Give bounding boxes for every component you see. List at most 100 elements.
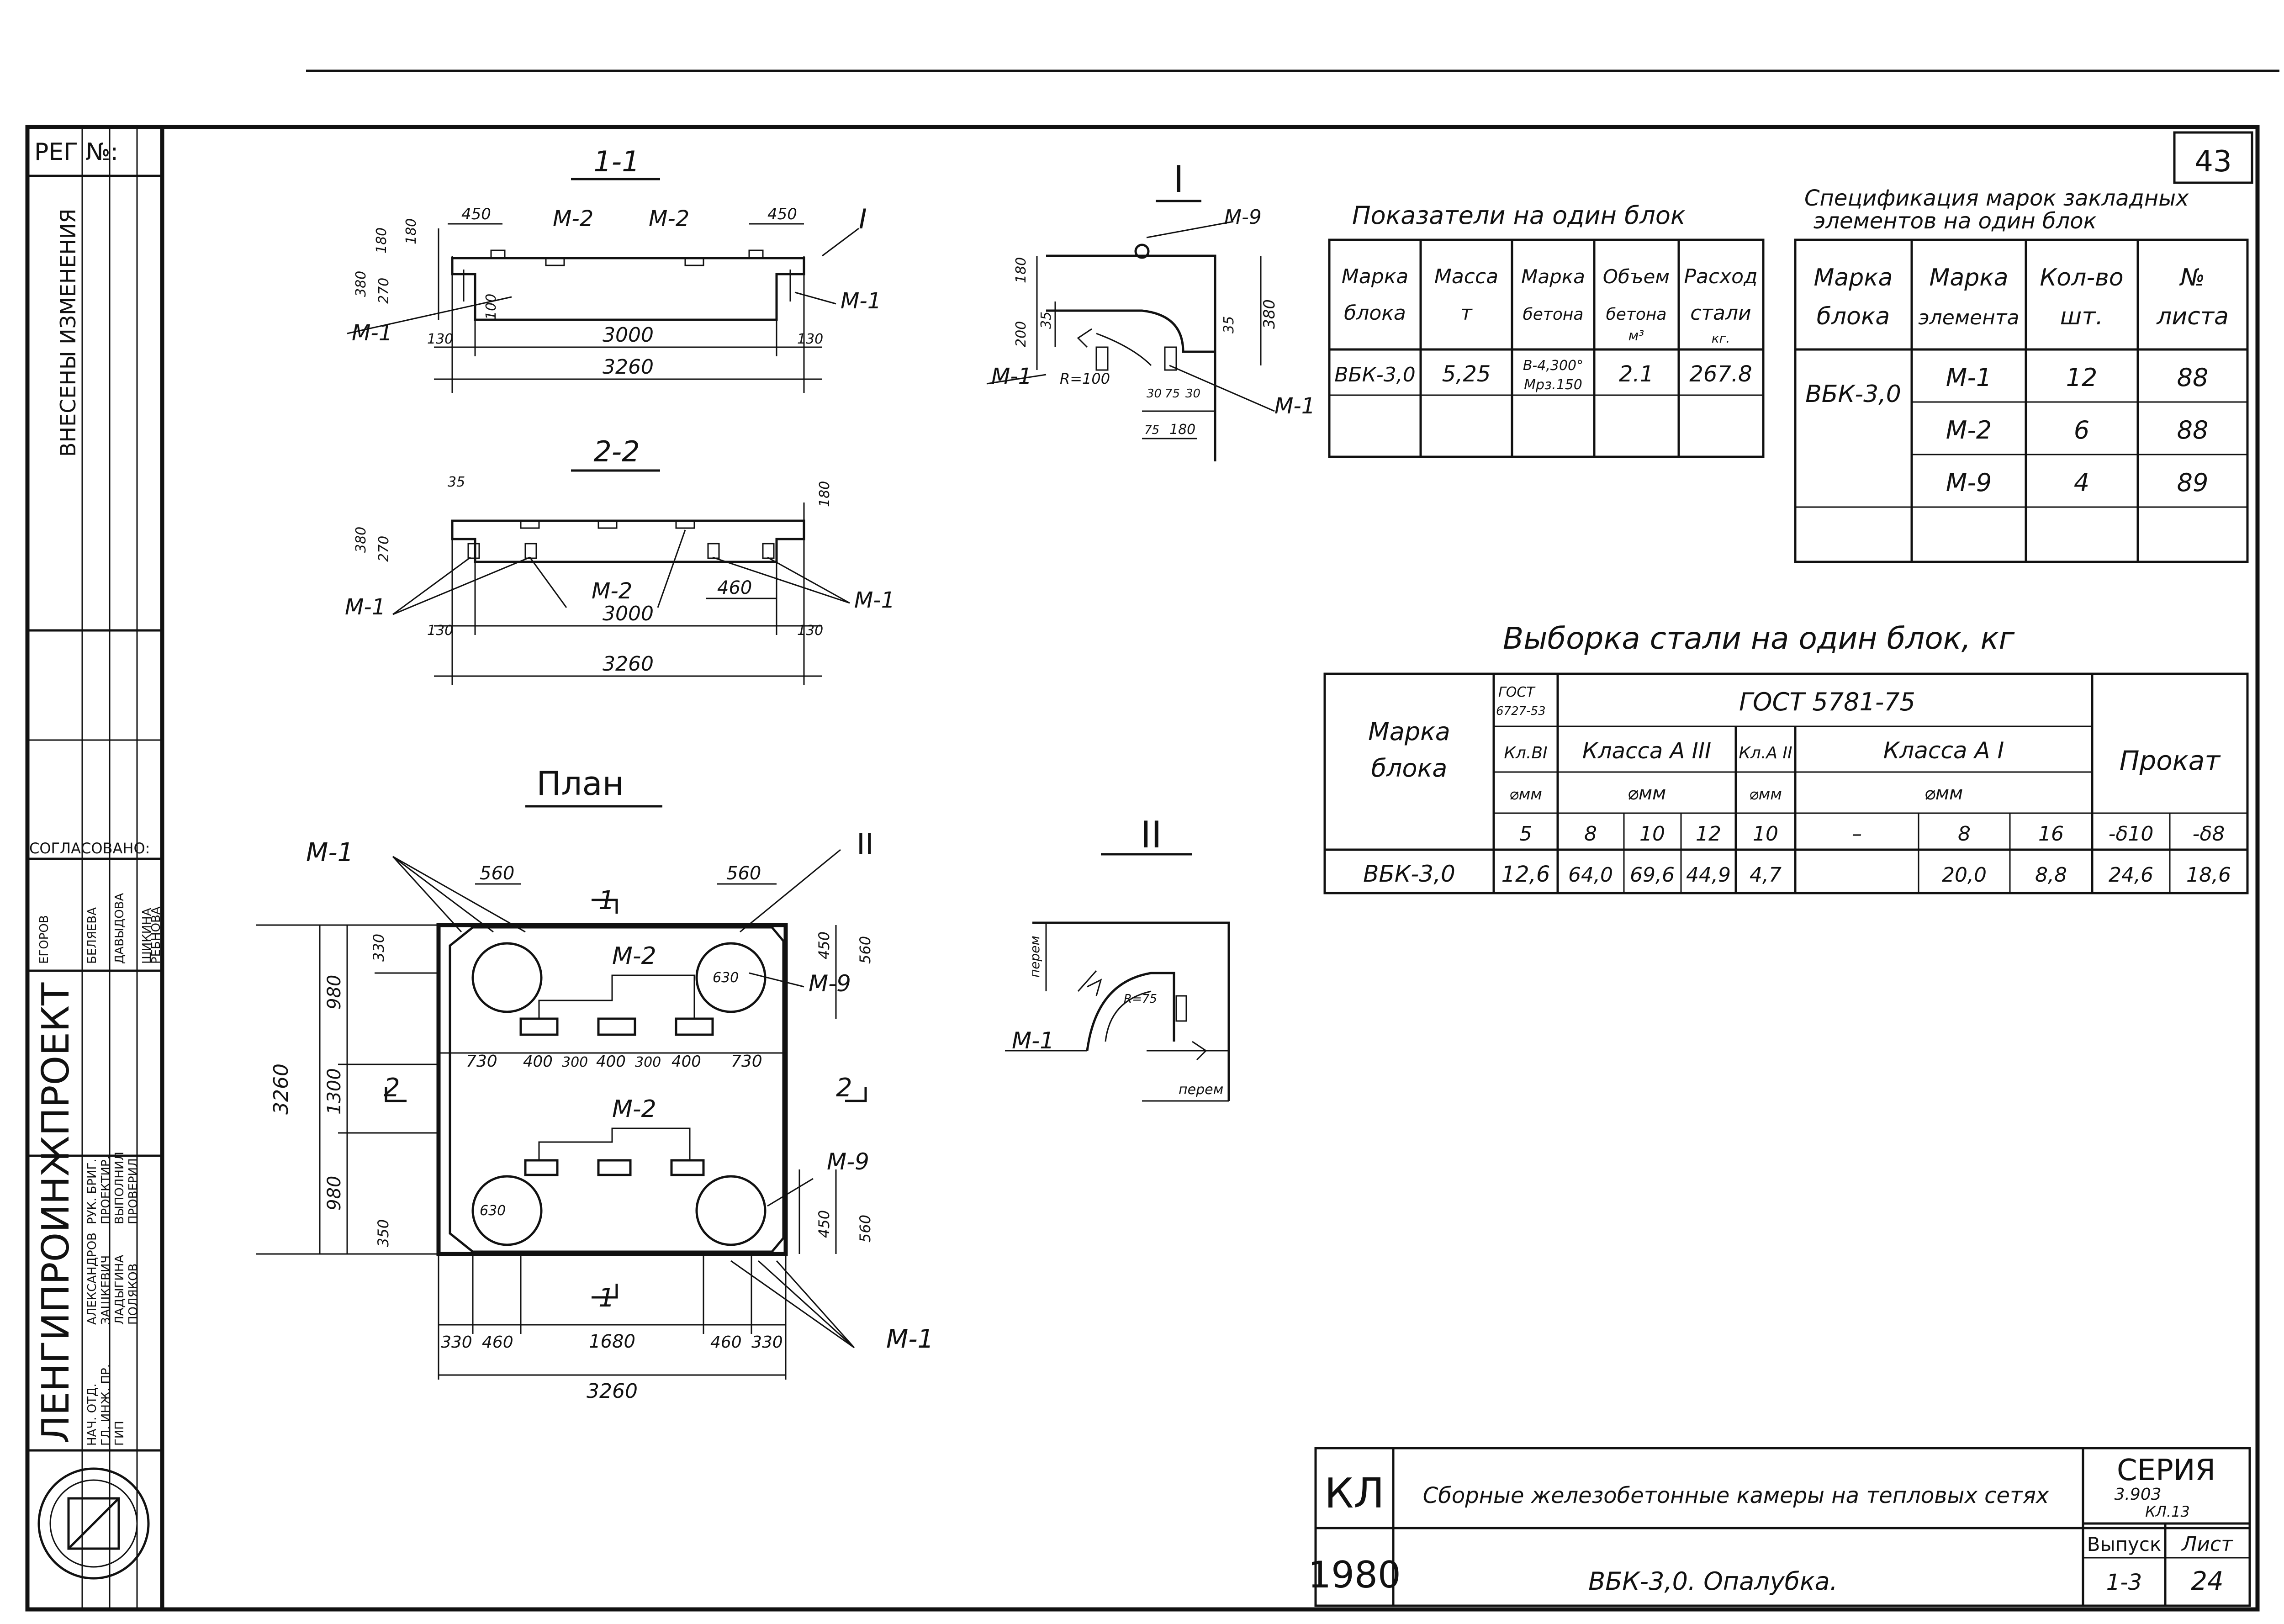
dim: перем — [1027, 936, 1042, 978]
table-header: Класса А I — [1883, 737, 2004, 764]
table-header: элемента — [1919, 306, 2020, 329]
dim: 1300 — [324, 1068, 345, 1115]
element-label: М-2 — [553, 206, 593, 232]
dim: 35 — [448, 474, 465, 490]
dim: 180 — [374, 227, 390, 254]
size-cell: 8 — [1958, 822, 1971, 846]
table-header: Класса А III — [1582, 738, 1711, 764]
dim: 730 — [731, 1052, 762, 1071]
org-code: КЛ — [1324, 1470, 1385, 1518]
element-label: М-1 — [886, 1324, 934, 1354]
dim: 350 — [375, 1219, 392, 1247]
title-block: КЛ 1980 Сборные железобетонные камеры на… — [1308, 1447, 2251, 1607]
dim: R=75 — [1124, 992, 1157, 1006]
element-label: М-1 — [854, 587, 895, 613]
size-cell: 10 — [1753, 822, 1778, 846]
element-label: М-1 — [991, 364, 1032, 389]
element-label: М-2 — [612, 1095, 656, 1123]
dim: 35 — [1221, 316, 1237, 333]
table-header: т — [1460, 302, 1473, 325]
stamp-name: ШИКИНА — [140, 908, 154, 964]
dim: 380 — [353, 271, 369, 297]
stamp-name: ДАВЫДОВА — [113, 893, 127, 964]
table-header: блока — [1371, 754, 1448, 783]
dim: 450 — [461, 205, 491, 223]
section-1-1: 1-1 М-2 М-2 I М-1 М-1 450 450 180 180 38… — [347, 145, 881, 393]
series-sub: КЛ.13 — [2145, 1503, 2190, 1520]
sign-role: ГЛ. ИНЖ. ПР. — [99, 1364, 113, 1446]
indicators-table: Показатели на один блок Марка блока Масс… — [1328, 201, 1765, 458]
spec-title: элементов на один блок — [1813, 208, 2097, 234]
signature-roles: НАЧ. ОТД. ГЛ. ИНЖ. ПР. ГИП РУК. БРИГ. ПР… — [85, 1152, 140, 1446]
table-cell: Мрз.150 — [1524, 377, 1582, 393]
dim: 560 — [856, 936, 874, 964]
table-cell: 4,7 — [1750, 863, 1782, 887]
table-header: Марка — [1929, 264, 2008, 291]
sheet-number: 43 — [2194, 145, 2231, 179]
table-header: 6727-53 — [1496, 704, 1546, 718]
table-cell: 5,25 — [1442, 361, 1491, 387]
element-label: М-1 — [841, 288, 881, 314]
dim: 560 — [856, 1215, 874, 1243]
dim: 180 — [1013, 257, 1029, 283]
signature-names: АЛЕКСАНДРОВ ЗАШКЕВИЧ ЛАДЫГИНА ПОЛЯКОВ — [85, 1233, 140, 1325]
dim: 560 — [480, 863, 514, 884]
dim: 460 — [710, 1333, 742, 1352]
institute-logo — [37, 1467, 150, 1580]
section-mark: 2 — [836, 1073, 852, 1103]
table-header: бетона — [1523, 305, 1584, 324]
table-cell: М-1 — [1946, 363, 1992, 392]
dim: 330 — [441, 1333, 472, 1352]
dim: 130 — [427, 331, 453, 347]
stamp-name: ЕГОРОВ — [37, 915, 51, 964]
table-header: блока — [1344, 302, 1406, 325]
table-cell: 88 — [2177, 416, 2209, 444]
sign-name: ЗАШКЕВИЧ — [99, 1255, 113, 1325]
dim: 630 — [480, 1203, 506, 1219]
dim: 980 — [324, 1176, 345, 1211]
issue-value: 1-3 — [2106, 1570, 2142, 1595]
table-header: кг. — [1712, 331, 1730, 346]
sign-role: ПРОВЕРИЛ — [127, 1158, 140, 1224]
element-label: М-9 — [809, 970, 851, 997]
dim: 380 — [353, 527, 369, 553]
size-cell: 10 — [1639, 822, 1665, 846]
table-cell: 12 — [2066, 363, 2098, 392]
table-cell: 88 — [2177, 363, 2209, 392]
element-label: М-1 — [352, 320, 392, 346]
table-header: Расход — [1684, 265, 1757, 288]
table-cell: 2.1 — [1619, 361, 1654, 387]
dim: 1680 — [589, 1331, 635, 1352]
table-header: ⌀мм — [1628, 783, 1666, 804]
dim: 75 — [1165, 387, 1180, 401]
table-cell: 64,0 — [1568, 863, 1613, 887]
table-cell: ВБК-3,0 — [1363, 861, 1455, 887]
size-cell: 5 — [1519, 822, 1532, 846]
table-cell: 89 — [2177, 468, 2209, 497]
table-cell: 69,6 — [1630, 863, 1675, 887]
sign-role: ПРОЕКТИР. — [99, 1156, 113, 1224]
table-header: ⌀мм — [1924, 783, 1963, 804]
table-header: ГОСТ — [1498, 684, 1536, 700]
dim: 30 — [1147, 387, 1162, 401]
table-header: Марка — [1813, 264, 1893, 291]
size-cell: -δ8 — [2193, 822, 2225, 846]
table-cell: 18,6 — [2186, 863, 2231, 887]
year: 1980 — [1308, 1554, 1401, 1596]
detail-title: I — [1173, 158, 1184, 201]
sheet-label: Лист — [2181, 1533, 2233, 1556]
steel-table: Выборка стали на один блок, кг Марка бло… — [1323, 621, 2249, 894]
dim: 3260 — [587, 1380, 638, 1403]
dim: 130 — [797, 623, 823, 639]
sign-name: АЛЕКСАНДРОВ — [85, 1233, 99, 1325]
plan-title: План — [536, 764, 624, 803]
element-label: М-1 — [1274, 393, 1315, 419]
table-header: Кл.А II — [1739, 744, 1792, 762]
spec-table: Спецификация марок закладных элементов н… — [1794, 185, 2249, 563]
spec-title: Спецификация марок закладных — [1804, 185, 2189, 211]
section-mark: 1 — [598, 1283, 615, 1313]
dim: 200 — [1013, 321, 1029, 347]
element-label: М-1 — [345, 594, 386, 620]
table-cell: В-4,300° — [1523, 358, 1583, 374]
size-cell: 8 — [1584, 822, 1597, 846]
